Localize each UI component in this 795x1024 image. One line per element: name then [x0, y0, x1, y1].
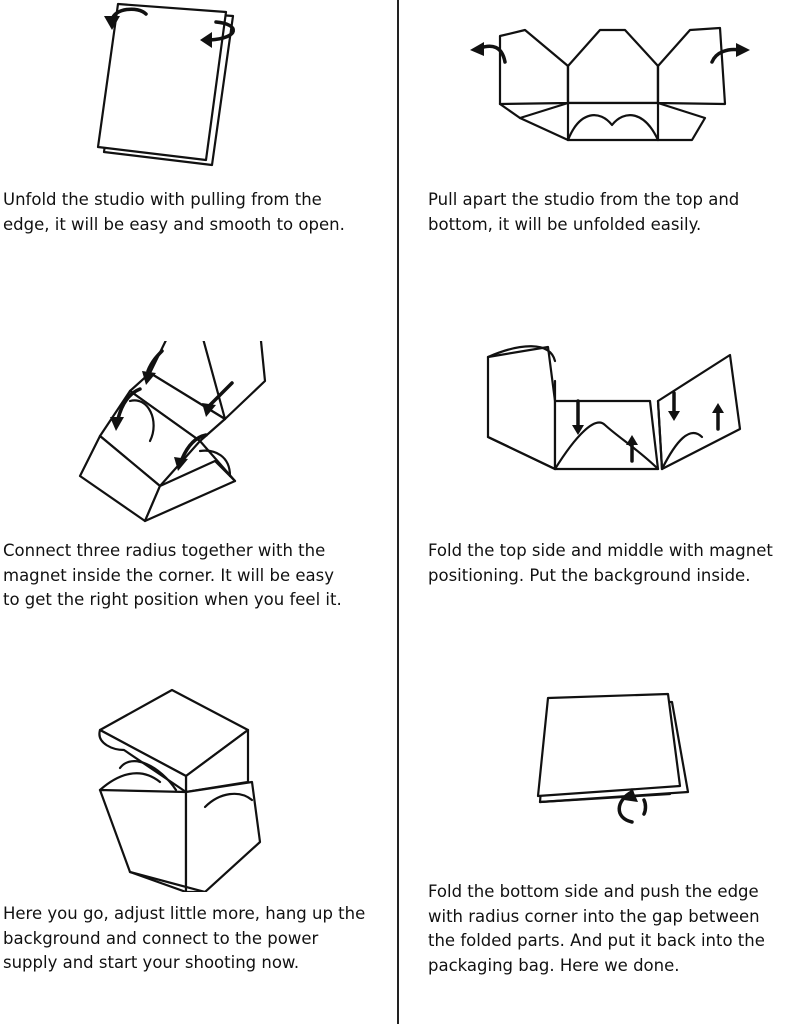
caption-line: edge, it will be easy and smooth to open… — [3, 214, 345, 234]
step-5-illustration — [98, 688, 262, 892]
step-4: Fold the top side and middle with magnet… — [400, 341, 795, 682]
step-1-caption: Unfold the studio with pulling from the … — [3, 188, 345, 237]
caption-line: Unfold the studio with pulling from the — [3, 190, 322, 209]
caption-line: bottom, it will be unfolded easily. — [428, 214, 702, 234]
step-2: Pull apart the studio from the top and b… — [400, 0, 795, 341]
step-3-illustration — [78, 341, 267, 523]
caption-line: Pull apart the studio from the top and — [428, 190, 740, 209]
caption-line: supply and start your shooting now. — [3, 953, 300, 972]
caption-line: Fold the top side and middle with magnet — [428, 541, 773, 560]
step-4-illustration — [486, 345, 742, 471]
caption-line: the folded parts. And put it back into t… — [428, 931, 765, 950]
step-4-caption: Fold the top side and middle with magnet… — [428, 539, 773, 588]
caption-line: positioning. Put the background inside. — [428, 565, 751, 585]
caption-line: magnet inside the corner. It will be eas… — [3, 565, 334, 585]
step-6-illustration — [536, 692, 690, 824]
step-5: Here you go, adjust little more, hang up… — [0, 682, 395, 1023]
step-3-caption: Connect three radius together with the m… — [3, 539, 342, 613]
caption-line: packaging bag. Here we done. — [428, 955, 680, 975]
step-2-caption: Pull apart the studio from the top and b… — [428, 188, 739, 237]
step-2-illustration — [470, 26, 750, 142]
column-divider — [397, 0, 399, 1024]
step-1-illustration — [96, 2, 236, 167]
caption-line: Connect three radius together with the — [3, 541, 326, 560]
caption-line: with radius corner into the gap between — [428, 906, 760, 926]
step-6-caption: Fold the bottom side and push the edge w… — [428, 880, 765, 978]
step-5-caption: Here you go, adjust little more, hang up… — [3, 902, 365, 976]
caption-line: to get the right position when you feel … — [3, 590, 342, 609]
caption-line: Fold the bottom side and push the edge — [428, 882, 759, 901]
caption-line: background and connect to the power — [3, 928, 319, 948]
caption-line: Here you go, adjust little more, hang up… — [3, 904, 366, 923]
step-1: Unfold the studio with pulling from the … — [0, 0, 395, 341]
step-6: Fold the bottom side and push the edge w… — [400, 682, 795, 1023]
step-3: Connect three radius together with the m… — [0, 341, 395, 682]
